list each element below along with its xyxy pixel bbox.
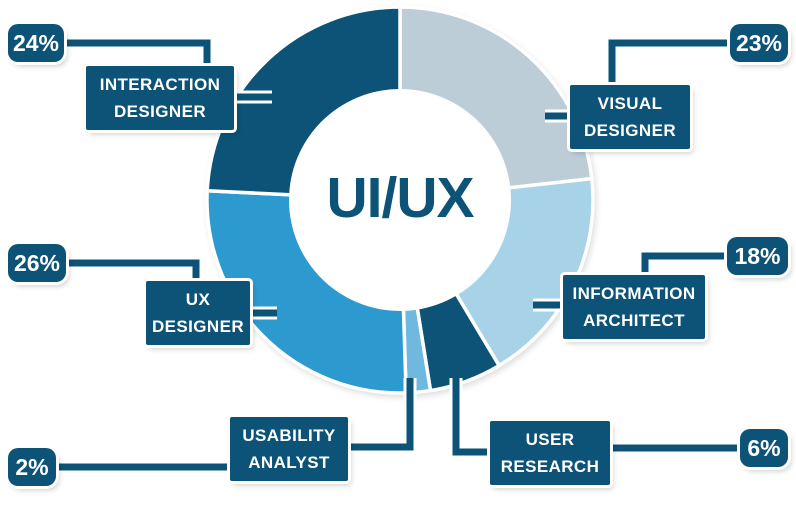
percent-badge-usability-analyst: 2% [8, 448, 56, 486]
chart-center-title: UI/UX [326, 166, 474, 230]
label-line: DESIGNER [584, 121, 676, 140]
percent-badge-interaction-designer: 24% [8, 24, 64, 62]
donut-hole [289, 89, 511, 311]
label-line: ANALYST [248, 453, 330, 472]
leader-line [452, 378, 496, 456]
label-line: USER [525, 430, 575, 449]
leader-line [342, 378, 414, 451]
label-information-architect: INFORMATION ARCHITECT [563, 275, 705, 339]
label-line: INFORMATION [572, 284, 696, 303]
label-line: INTERACTION [99, 75, 221, 94]
label-line: DESIGNER [152, 317, 244, 336]
label-line: DESIGNER [114, 102, 206, 121]
percent-badge-information-architect: 18% [727, 237, 788, 275]
label-user-research: USER RESEARCH [490, 421, 610, 485]
label-visual-designer: VISUAL DESIGNER [570, 85, 690, 149]
leader-line [608, 39, 756, 92]
percent-badge-ux-designer: 26% [8, 244, 66, 282]
label-interaction-designer: INTERACTION DESIGNER [86, 66, 234, 130]
label-line: USABILITY [242, 426, 336, 445]
label-usability-analyst: USABILITY ANALYST [230, 417, 348, 481]
label-line: ARCHITECT [583, 311, 685, 330]
percent-badge-visual-designer: 23% [730, 24, 788, 62]
label-ux-designer: UX DESIGNER [146, 281, 250, 345]
percent-badge-user-research: 6% [740, 429, 788, 467]
label-line: UX [185, 290, 211, 309]
label-line: VISUAL [597, 94, 663, 113]
label-line: RESEARCH [500, 457, 600, 476]
